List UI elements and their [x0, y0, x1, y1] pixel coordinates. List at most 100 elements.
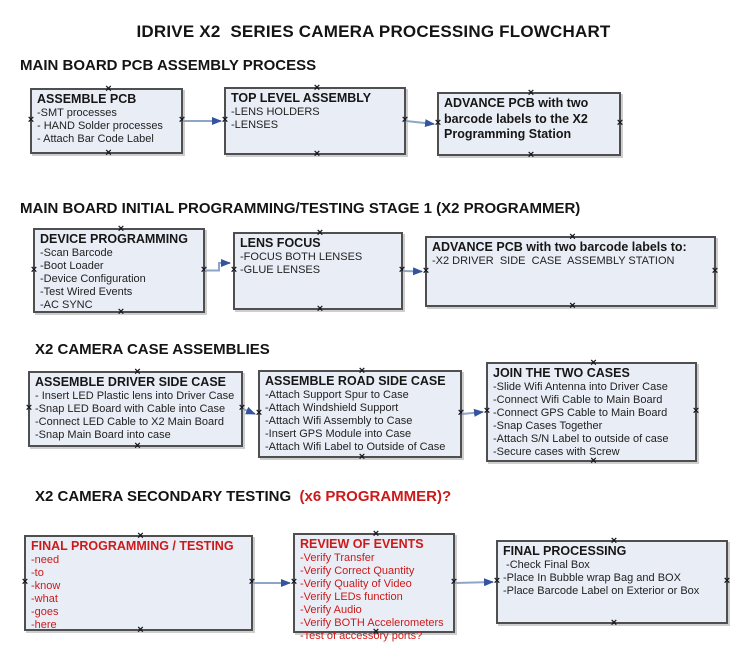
connection-point-right-icon: × [692, 405, 700, 418]
connection-point-left-icon: × [493, 575, 501, 588]
box-item: -Test Wired Events [40, 286, 133, 298]
box-item: -Verify LEDs function [300, 591, 403, 603]
connection-point-right-icon: × [398, 264, 406, 277]
connector-arrow[interactable] [461, 408, 484, 417]
flow-box-review-of-events[interactable]: REVIEW OF EVENTS-Verify Transfer-Verify … [290, 529, 458, 642]
box-item: -Connect GPS Cable to Main Board [493, 407, 668, 419]
flow-box-lens-focus[interactable]: LENS FOCUS-FOCUS BOTH LENSES-GLUE LENSES… [230, 228, 406, 315]
box-item: -Boot Loader [40, 260, 104, 272]
box-item: -X2 DRIVER SIDE CASE ASSEMBLY STATION [432, 255, 675, 267]
box-title: TOP LEVEL ASSEMBLY [231, 91, 372, 105]
box-item: -Insert GPS Module into Case [265, 428, 412, 440]
box-item: -AC SYNC [40, 299, 93, 311]
connection-point-right-icon: × [248, 576, 256, 589]
connection-point-bottom-icon: × [105, 147, 112, 160]
box-item: -Connect LED Cable to X2 Main Board [35, 416, 224, 428]
connection-point-right-icon: × [616, 117, 624, 130]
flow-box-assemble-pcb[interactable]: ASSEMBLE PCB-SMT processes- HAND Solder … [27, 84, 186, 159]
connection-point-bottom-icon: × [313, 148, 321, 161]
box-item: -Device Configuration [40, 273, 146, 285]
connection-point-left-icon: × [25, 402, 33, 415]
box-item: -LENSES [231, 119, 279, 131]
box-item: -Attach Wifi Label to Outside of Case [265, 441, 446, 453]
box-item: - Insert LED Plastic lens into Driver Ca… [35, 390, 235, 402]
connection-point-bottom-icon: × [610, 617, 618, 630]
box-item: -Test of accessory ports? [300, 630, 423, 642]
box-item: -Verify Transfer [300, 552, 375, 564]
box-title: FINAL PROGRAMMING / TESTING [31, 539, 234, 553]
connector-arrow[interactable] [205, 259, 231, 272]
box-title: ADVANCE PCB with two barcode labels to: [432, 240, 687, 254]
box-item: -Verify Correct Quantity [300, 565, 415, 577]
section-heading-red-text: (x6 PROGRAMMER)? [291, 488, 452, 505]
box-item: -need [31, 554, 60, 566]
box-item: -Snap LED Board with Cable into Case [35, 403, 226, 415]
section-heading-camera-case-assemblies: X2 CAMERA CASE ASSEMBLIES [35, 341, 270, 358]
connection-point-right-icon: × [450, 576, 458, 589]
box-item: -Attach Wifi Assembly to Case [265, 415, 413, 427]
connection-point-left-icon: × [30, 263, 38, 276]
connection-point-right-icon: × [711, 264, 719, 277]
box-item: -Attach Support Spur to Case [265, 389, 409, 401]
box-item: -Verify Quality of Video [300, 578, 412, 590]
flow-box-advance-pcb-driver-side[interactable]: ADVANCE PCB with two barcode labels to:-… [422, 232, 719, 312]
box-item: -here [31, 619, 57, 631]
connection-point-bottom-icon: × [134, 440, 141, 453]
box-item: -to [31, 567, 44, 579]
connection-point-bottom-icon: × [527, 149, 535, 162]
box-item: -Attach Windshield Support [265, 402, 399, 414]
box-item: - Attach Bar Code Label [37, 133, 154, 145]
flow-box-assemble-driver-side-case[interactable]: ASSEMBLE DRIVER SIDE CASE- Insert LED Pl… [25, 367, 246, 452]
section-heading-initial-programming-testing: MAIN BOARD INITIAL PROGRAMMING/TESTING S… [20, 200, 580, 217]
connection-point-right-icon: × [238, 402, 246, 415]
box-item: -what [31, 593, 58, 605]
box-title: LENS FOCUS [240, 236, 321, 250]
box-item: -GLUE LENSES [240, 264, 321, 276]
box-item: -goes [31, 606, 59, 618]
box-title: REVIEW OF EVENTS [300, 537, 424, 551]
connection-point-left-icon: × [290, 576, 298, 589]
section-heading-text: X2 CAMERA SECONDARY TESTING [35, 488, 292, 505]
connection-point-left-icon: × [21, 576, 29, 589]
box-item: -Secure cases with Screw [493, 446, 620, 458]
box-title: ASSEMBLE PCB [37, 92, 137, 106]
flow-box-final-programming-testing[interactable]: FINAL PROGRAMMING / TESTING-need-to-know… [21, 531, 256, 636]
connection-point-right-icon: × [178, 114, 186, 127]
connection-point-left-icon: × [255, 407, 263, 420]
box-item: -Attach S/N Label to outside of case [493, 433, 669, 445]
box-item: -SMT processes [37, 107, 117, 119]
page-title: IDRIVE X2 SERIES CAMERA PROCESSING FLOWC… [136, 22, 611, 41]
flow-box-final-processing[interactable]: FINAL PROCESSING -Check Final Box-Place … [493, 536, 731, 629]
box-title: FINAL PROCESSING [503, 544, 627, 558]
connector-arrow[interactable] [454, 578, 494, 587]
box-title: ADVANCE PCB with two barcode labels to t… [444, 96, 589, 141]
box-item: -Place Barcode Label on Exterior or Box [503, 585, 700, 597]
connector-arrow[interactable] [405, 119, 435, 128]
section-heading-main-board-pcb-assembly: MAIN BOARD PCB ASSEMBLY PROCESS [20, 57, 316, 74]
section-heading-secondary-testing: X2 CAMERA SECONDARY TESTING (x6 PROGRAMM… [35, 488, 451, 505]
connection-point-left-icon: × [230, 264, 238, 277]
box-item: -FOCUS BOTH LENSES [240, 251, 363, 263]
connection-point-right-icon: × [200, 263, 208, 276]
connection-point-left-icon: × [422, 264, 430, 277]
box-item: -LENS HOLDERS [231, 106, 320, 118]
connection-point-right-icon: × [401, 114, 409, 127]
section-heading-text: MAIN BOARD PCB ASSEMBLY PROCESS [20, 57, 317, 74]
box-item: -Scan Barcode [40, 247, 113, 259]
box-item: -Snap Main Board into case [35, 429, 171, 441]
connection-point-left-icon: × [434, 117, 442, 130]
flow-box-assemble-road-side-case[interactable]: ASSEMBLE ROAD SIDE CASE-Attach Support S… [255, 366, 465, 463]
connection-point-left-icon: × [27, 114, 35, 127]
flow-box-top-level-assembly[interactable]: TOP LEVEL ASSEMBLY-LENS HOLDERS-LENSES × ×… [222, 83, 409, 160]
box-title: DEVICE PROGRAMMING [40, 232, 188, 246]
connection-point-right-icon: × [723, 575, 731, 588]
connection-point-right-icon: × [457, 407, 465, 420]
flow-box-advance-pcb-programming-station[interactable]: ADVANCE PCB with two barcode labels to t… [434, 88, 624, 161]
connector-arrow[interactable] [242, 406, 256, 415]
box-item: -Verify Audio [300, 604, 362, 616]
box-item: -Place In Bubble wrap Bag and BOX [503, 572, 681, 584]
flow-box-join-the-two-cases[interactable]: JOIN THE TWO CASES-Slide Wifi Antenna in… [484, 358, 700, 467]
flow-box-device-programming[interactable]: DEVICE PROGRAMMING-Scan Barcode-Boot Loa… [30, 224, 208, 318]
connector-arrow[interactable] [402, 267, 423, 276]
